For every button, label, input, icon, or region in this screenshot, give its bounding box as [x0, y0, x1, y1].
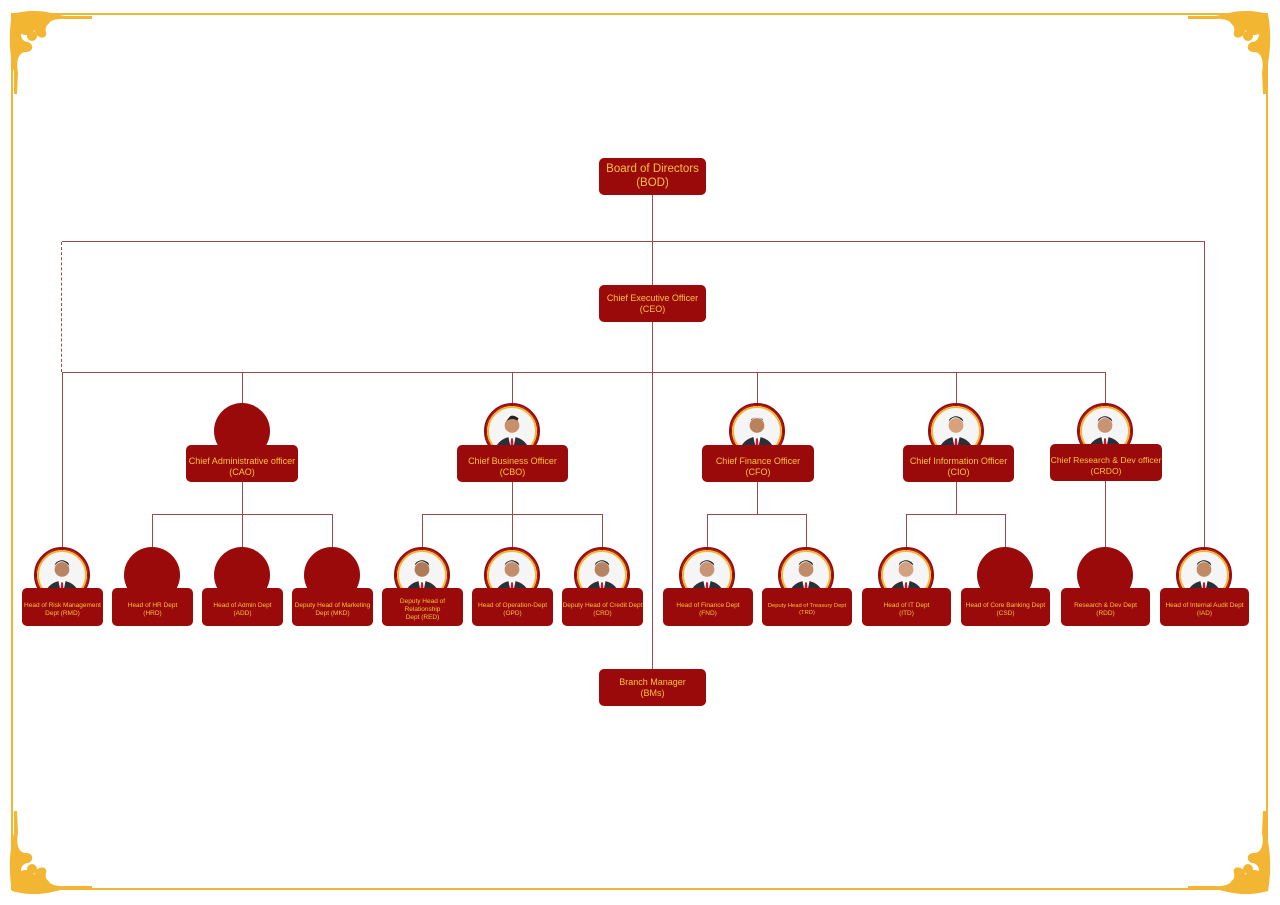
node-abbr: Dept (RMD)	[45, 610, 80, 617]
node-abbr: (ITD)	[899, 610, 914, 617]
gold-frame-border	[11, 13, 1268, 890]
connector-cao-down	[242, 482, 243, 548]
node-abbr: (CBO)	[499, 466, 526, 477]
node-crdo[interactable]: Chief Research & Dev officer (CRDO)	[1050, 444, 1162, 481]
connector-cao-bar	[152, 514, 333, 515]
connector-cao	[242, 372, 243, 404]
node-cao[interactable]: Chief Administrative officer (CAO)	[186, 445, 298, 482]
node-title: Branch Manager	[619, 676, 686, 687]
connector-cbo-bar	[422, 514, 603, 515]
node-abbr: Dept (MKD)	[315, 610, 350, 617]
node-abbr: (IAD)	[1196, 610, 1213, 617]
node-title: Deputy Head of Relationship	[399, 598, 446, 614]
node-red[interactable]: Deputy Head of Relationship Dept (RED)	[382, 588, 463, 626]
node-title: Research & Dev Dept	[1074, 602, 1137, 610]
node-title: Deputy Head of Treasury Dept	[767, 603, 847, 610]
node-cbo[interactable]: Chief Business Officer (CBO)	[457, 445, 568, 482]
node-title: Chief Finance Officer	[715, 455, 801, 466]
connector-cio-down	[956, 482, 957, 515]
connector-csd	[1005, 514, 1006, 548]
node-cio[interactable]: Chief Information Officer (CIO)	[903, 445, 1014, 482]
node-rmd[interactable]: Head of Risk Management Dept (RMD)	[22, 588, 103, 626]
node-title: Deputy Head of Marketing	[294, 602, 371, 610]
connector-crdo	[1105, 372, 1106, 404]
node-title: Head of Internal Audit Dept	[1165, 602, 1244, 610]
node-title: Head of IT Dept	[883, 602, 930, 610]
connector-cio	[956, 372, 957, 404]
connector-crd	[602, 514, 603, 548]
ornament-corner-top-left-icon	[4, 6, 94, 96]
node-ceo[interactable]: Chief Executive Officer (CEO)	[599, 285, 706, 322]
node-abbr: (BOD)	[636, 176, 669, 189]
connector-itd	[906, 514, 907, 548]
connector-chief-bar	[62, 372, 1106, 373]
node-title: Board of Directors	[606, 162, 699, 175]
connector-trd	[806, 514, 807, 548]
node-add[interactable]: Head of Admin Dept (ADD)	[202, 588, 283, 626]
node-title: Head of HR Dept	[127, 602, 178, 610]
node-title: Chief Business Officer	[468, 455, 557, 466]
node-mkd[interactable]: Deputy Head of Marketing Dept (MKD)	[292, 588, 373, 626]
node-title: Head of Finance Dept	[676, 602, 740, 610]
ornament-corner-bottom-left-icon	[4, 809, 94, 899]
node-title: Chief Information Officer	[909, 455, 1008, 466]
node-abbr: (BMs)	[640, 687, 665, 698]
node-fnd[interactable]: Head of Finance Dept (FND)	[663, 588, 753, 626]
node-abbr: (HRD)	[143, 610, 162, 617]
connector-bod-bar	[62, 241, 1205, 242]
node-abbr: (CSD)	[996, 610, 1015, 617]
connector-main-trunk	[652, 195, 653, 670]
node-title: Head of Operation-Dept	[477, 602, 547, 610]
connector-dashed-rmd	[61, 242, 62, 372]
node-title: Chief Administrative officer	[188, 455, 296, 466]
connector-crdo-down	[1105, 481, 1106, 548]
node-itd[interactable]: Head of IT Dept (ITD)	[862, 588, 951, 626]
node-title: Chief Executive Officer	[606, 292, 699, 303]
connector-fnd	[707, 514, 708, 548]
node-abbr: (CRD)	[593, 610, 612, 617]
connector-cfo-bar	[707, 514, 807, 515]
node-cfo[interactable]: Chief Finance Officer (CFO)	[702, 445, 814, 482]
node-opd[interactable]: Head of Operation-Dept (OPD)	[472, 588, 553, 626]
node-crd[interactable]: Deputy Head of Credit Dept (CRD)	[562, 588, 643, 626]
node-csd[interactable]: Head of Core Banking Dept (CSD)	[961, 588, 1050, 626]
connector-hrd	[152, 514, 153, 548]
node-title: Chief Research & Dev officer	[1050, 455, 1162, 466]
connector-iad	[1204, 241, 1205, 549]
node-abbr: (TRD)	[799, 610, 815, 616]
connector-rmd	[62, 372, 63, 549]
avatar-photo-crdo	[1077, 403, 1133, 459]
node-title: Head of Admin Dept	[213, 602, 272, 610]
ornament-corner-top-right-icon	[1186, 6, 1276, 96]
node-rdd[interactable]: Research & Dev Dept (RDD)	[1061, 588, 1150, 626]
node-iad[interactable]: Head of Internal Audit Dept (IAD)	[1160, 588, 1249, 626]
connector-mkd	[332, 514, 333, 548]
node-branch-manager[interactable]: Branch Manager (BMs)	[599, 669, 706, 706]
connector-cfo-down	[757, 482, 758, 515]
node-abbr: (OPD)	[503, 610, 522, 617]
node-title: Head of Risk Management	[24, 602, 101, 610]
connector-red	[422, 514, 423, 548]
connector-cbo-down	[512, 482, 513, 548]
node-title: Deputy Head of Credit Dept	[562, 602, 643, 610]
node-title: Head of Core Banking Dept	[965, 602, 1046, 610]
node-bod[interactable]: Board of Directors (BOD)	[599, 158, 706, 195]
connector-cfo	[757, 372, 758, 404]
node-abbr: (ADD)	[233, 610, 252, 617]
node-abbr: (FND)	[699, 610, 717, 617]
node-abbr: Dept (RED)	[405, 613, 440, 621]
node-abbr: (CAO)	[229, 466, 255, 477]
connector-cio-bar	[906, 514, 1006, 515]
node-abbr: (CEO)	[639, 303, 666, 314]
node-abbr: (CFO)	[745, 466, 771, 477]
connector-cbo	[512, 372, 513, 404]
ornament-corner-bottom-right-icon	[1186, 809, 1276, 899]
node-abbr: (CRDO)	[1090, 465, 1122, 476]
node-abbr: (RDD)	[1096, 610, 1115, 617]
node-abbr: (CIO)	[947, 466, 970, 477]
node-hrd[interactable]: Head of HR Dept (HRD)	[112, 588, 193, 626]
node-trd[interactable]: Deputy Head of Treasury Dept (TRD)	[762, 588, 852, 626]
